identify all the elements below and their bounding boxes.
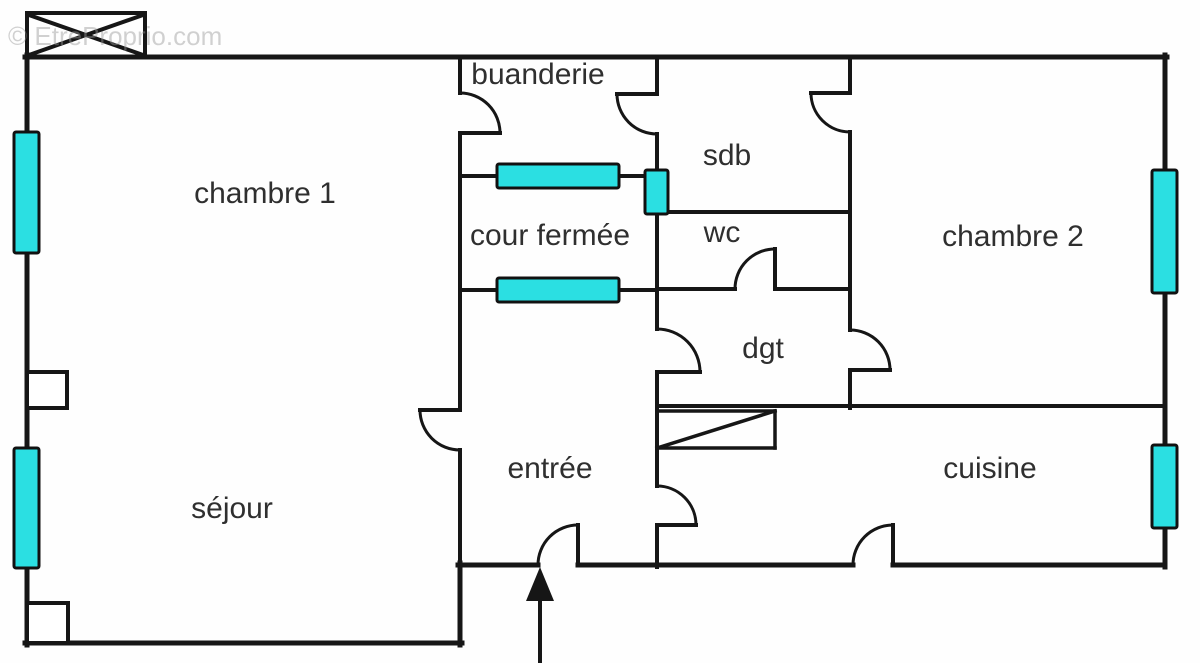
pillar-sejour-bottom <box>25 601 70 645</box>
window-cour-entree <box>495 276 621 304</box>
window-cour-sdb <box>643 168 670 216</box>
pillar-sejour-top <box>25 370 69 410</box>
window-sejour <box>12 446 41 570</box>
room-label-buanderie: buanderie <box>471 58 604 91</box>
entrance-arrow-head <box>526 567 554 601</box>
door-dgt-wc-arc <box>733 247 776 290</box>
room-label-sejour: séjour <box>191 492 273 525</box>
chimney-crossed-box <box>25 11 147 59</box>
window-chambre2 <box>1150 168 1179 295</box>
window-chambre1 <box>12 130 41 255</box>
room-label-dgt: dgt <box>742 332 784 365</box>
room-label-sdb: sdb <box>703 139 751 172</box>
chimney-diagonal <box>26 12 146 58</box>
door-entree-cuisine-arc <box>656 484 698 526</box>
room-label-entree: entrée <box>507 452 592 485</box>
window-buanderie-cour <box>495 162 621 190</box>
watermark-text: © EtreProprio.com <box>8 21 222 51</box>
room-label-chambre1: chambre 1 <box>194 177 336 210</box>
door-dgt-chambre2-arc <box>849 328 892 371</box>
door-entree-dgt-arc <box>656 327 702 373</box>
door-buanderie-sdb-arc <box>615 93 658 136</box>
window-cuisine <box>1150 443 1179 530</box>
room-label-chambre2: chambre 2 <box>942 220 1084 253</box>
sloped-feature-diagonal <box>654 408 778 451</box>
door-entrance-arc <box>536 523 579 566</box>
room-label-cuisine: cuisine <box>943 452 1036 485</box>
room-label-cour-fermee: cour fermée <box>470 219 630 252</box>
door-cuisine-exterior-arc <box>851 523 894 566</box>
room-label-wc: wc <box>703 216 741 249</box>
door-sdb-chambre2-arc <box>809 92 851 134</box>
door-chambre1-buanderie-arc <box>459 91 502 134</box>
door-sejour-entree-arc <box>418 409 461 452</box>
